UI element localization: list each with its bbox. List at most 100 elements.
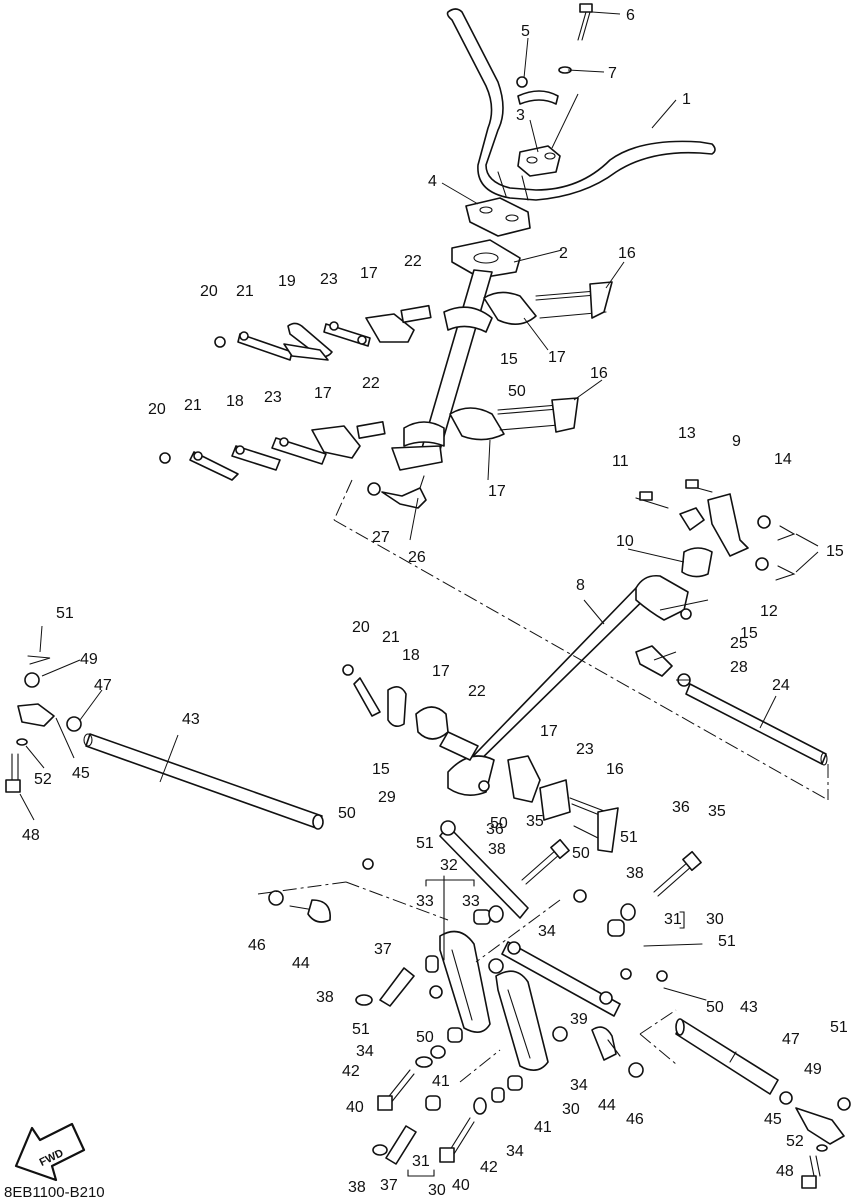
callout: 36 xyxy=(486,821,504,838)
callout: 51 xyxy=(352,1021,370,1038)
nut xyxy=(478,780,490,792)
nut xyxy=(66,716,82,732)
callout: 31 xyxy=(412,1153,430,1170)
callout: 30 xyxy=(562,1101,580,1118)
nut xyxy=(779,1091,793,1105)
upper-pitman-arm xyxy=(483,281,613,325)
callout: 21 xyxy=(236,283,254,300)
callout: 34 xyxy=(506,1143,524,1160)
right-tie-rod xyxy=(675,1018,779,1095)
washer xyxy=(620,903,636,921)
callout: 26 xyxy=(408,549,426,566)
callout: 38 xyxy=(316,989,334,1006)
callout: 23 xyxy=(320,271,338,288)
callout: 47 xyxy=(94,677,112,694)
bolt xyxy=(653,850,702,897)
callout: 16 xyxy=(606,761,624,778)
nut xyxy=(656,970,668,982)
left-tie-rod xyxy=(83,733,324,830)
callout: 30 xyxy=(706,911,724,928)
callout: 45 xyxy=(72,765,90,782)
washer xyxy=(16,738,28,746)
callout: 48 xyxy=(776,1163,794,1180)
callout: 51 xyxy=(830,1019,848,1036)
ball-joint xyxy=(635,645,673,677)
bolt xyxy=(521,838,570,885)
nut xyxy=(367,482,381,496)
callout: 41 xyxy=(534,1119,552,1136)
callout: 20 xyxy=(200,283,218,300)
nut xyxy=(362,858,374,870)
callout: 44 xyxy=(598,1097,616,1114)
callouts: 1 2 3 4 5 6 7 8 9 10 11 12 13 14 15 15 1… xyxy=(22,7,848,1197)
group-brackets xyxy=(407,875,707,1177)
callout: 21 xyxy=(382,629,400,646)
plate xyxy=(517,90,559,105)
callout: 34 xyxy=(356,1043,374,1060)
callout: 17 xyxy=(360,265,378,282)
steering-shaft xyxy=(447,574,689,796)
nut xyxy=(429,985,443,999)
callout: 17 xyxy=(540,723,558,740)
callout: 9 xyxy=(732,433,741,450)
callout: 17 xyxy=(548,349,566,366)
callout: 46 xyxy=(248,937,266,954)
callout: 41 xyxy=(432,1073,450,1090)
callout: 20 xyxy=(148,401,166,418)
callout: 28 xyxy=(730,659,748,676)
callout: 32 xyxy=(440,857,458,874)
lower-handlebar-holder xyxy=(465,197,531,237)
lower-pitman-arm xyxy=(449,397,579,441)
callout: 40 xyxy=(452,1177,470,1194)
callout: 12 xyxy=(760,603,778,620)
callout: 50 xyxy=(706,999,724,1016)
callout: 1 xyxy=(682,91,691,108)
callout: 47 xyxy=(782,1031,800,1048)
callout: 15 xyxy=(372,761,390,778)
callout: 43 xyxy=(740,999,758,1016)
callout: 38 xyxy=(348,1179,366,1196)
callout: 35 xyxy=(526,813,544,830)
collar xyxy=(425,1095,441,1111)
handlebar-bolt xyxy=(577,3,593,41)
diagram-code: 8EB1100-B210 xyxy=(4,1184,105,1197)
callout: 33 xyxy=(462,893,480,910)
nut xyxy=(620,968,632,980)
ball-joint xyxy=(591,1026,621,1061)
callout: 29 xyxy=(378,789,396,806)
nut xyxy=(628,1062,644,1078)
washer xyxy=(430,1045,446,1059)
callout: 38 xyxy=(626,865,644,882)
handlebar xyxy=(446,8,716,201)
callout: 37 xyxy=(380,1177,398,1194)
callout: 22 xyxy=(404,253,422,270)
bolt xyxy=(5,753,21,793)
callout: 20 xyxy=(352,619,370,636)
callout: 40 xyxy=(346,1099,364,1116)
callout: 46 xyxy=(626,1111,644,1128)
callout: 50 xyxy=(490,815,508,832)
callout: 48 xyxy=(22,827,40,844)
washer xyxy=(473,1097,487,1115)
callout: 8 xyxy=(576,577,585,594)
steering-column xyxy=(391,239,521,471)
tie-rod-end xyxy=(381,487,427,509)
callout: 18 xyxy=(402,647,420,664)
callout: 50 xyxy=(572,845,590,862)
callout: 45 xyxy=(764,1111,782,1128)
callout: 17 xyxy=(432,663,450,680)
callout: 31 xyxy=(664,911,682,928)
bolt xyxy=(377,1069,415,1111)
callout: 50 xyxy=(416,1029,434,1046)
callout: 22 xyxy=(362,375,380,392)
callout: 51 xyxy=(620,829,638,846)
lower-steering-arm-a xyxy=(439,930,491,1033)
ball-joint xyxy=(17,703,55,727)
bolt xyxy=(801,1155,821,1189)
callout: 34 xyxy=(538,923,556,940)
callout: 21 xyxy=(184,397,202,414)
collar xyxy=(507,1075,523,1091)
callout: 14 xyxy=(774,451,792,468)
callout: 24 xyxy=(772,677,790,694)
washer xyxy=(355,994,373,1006)
